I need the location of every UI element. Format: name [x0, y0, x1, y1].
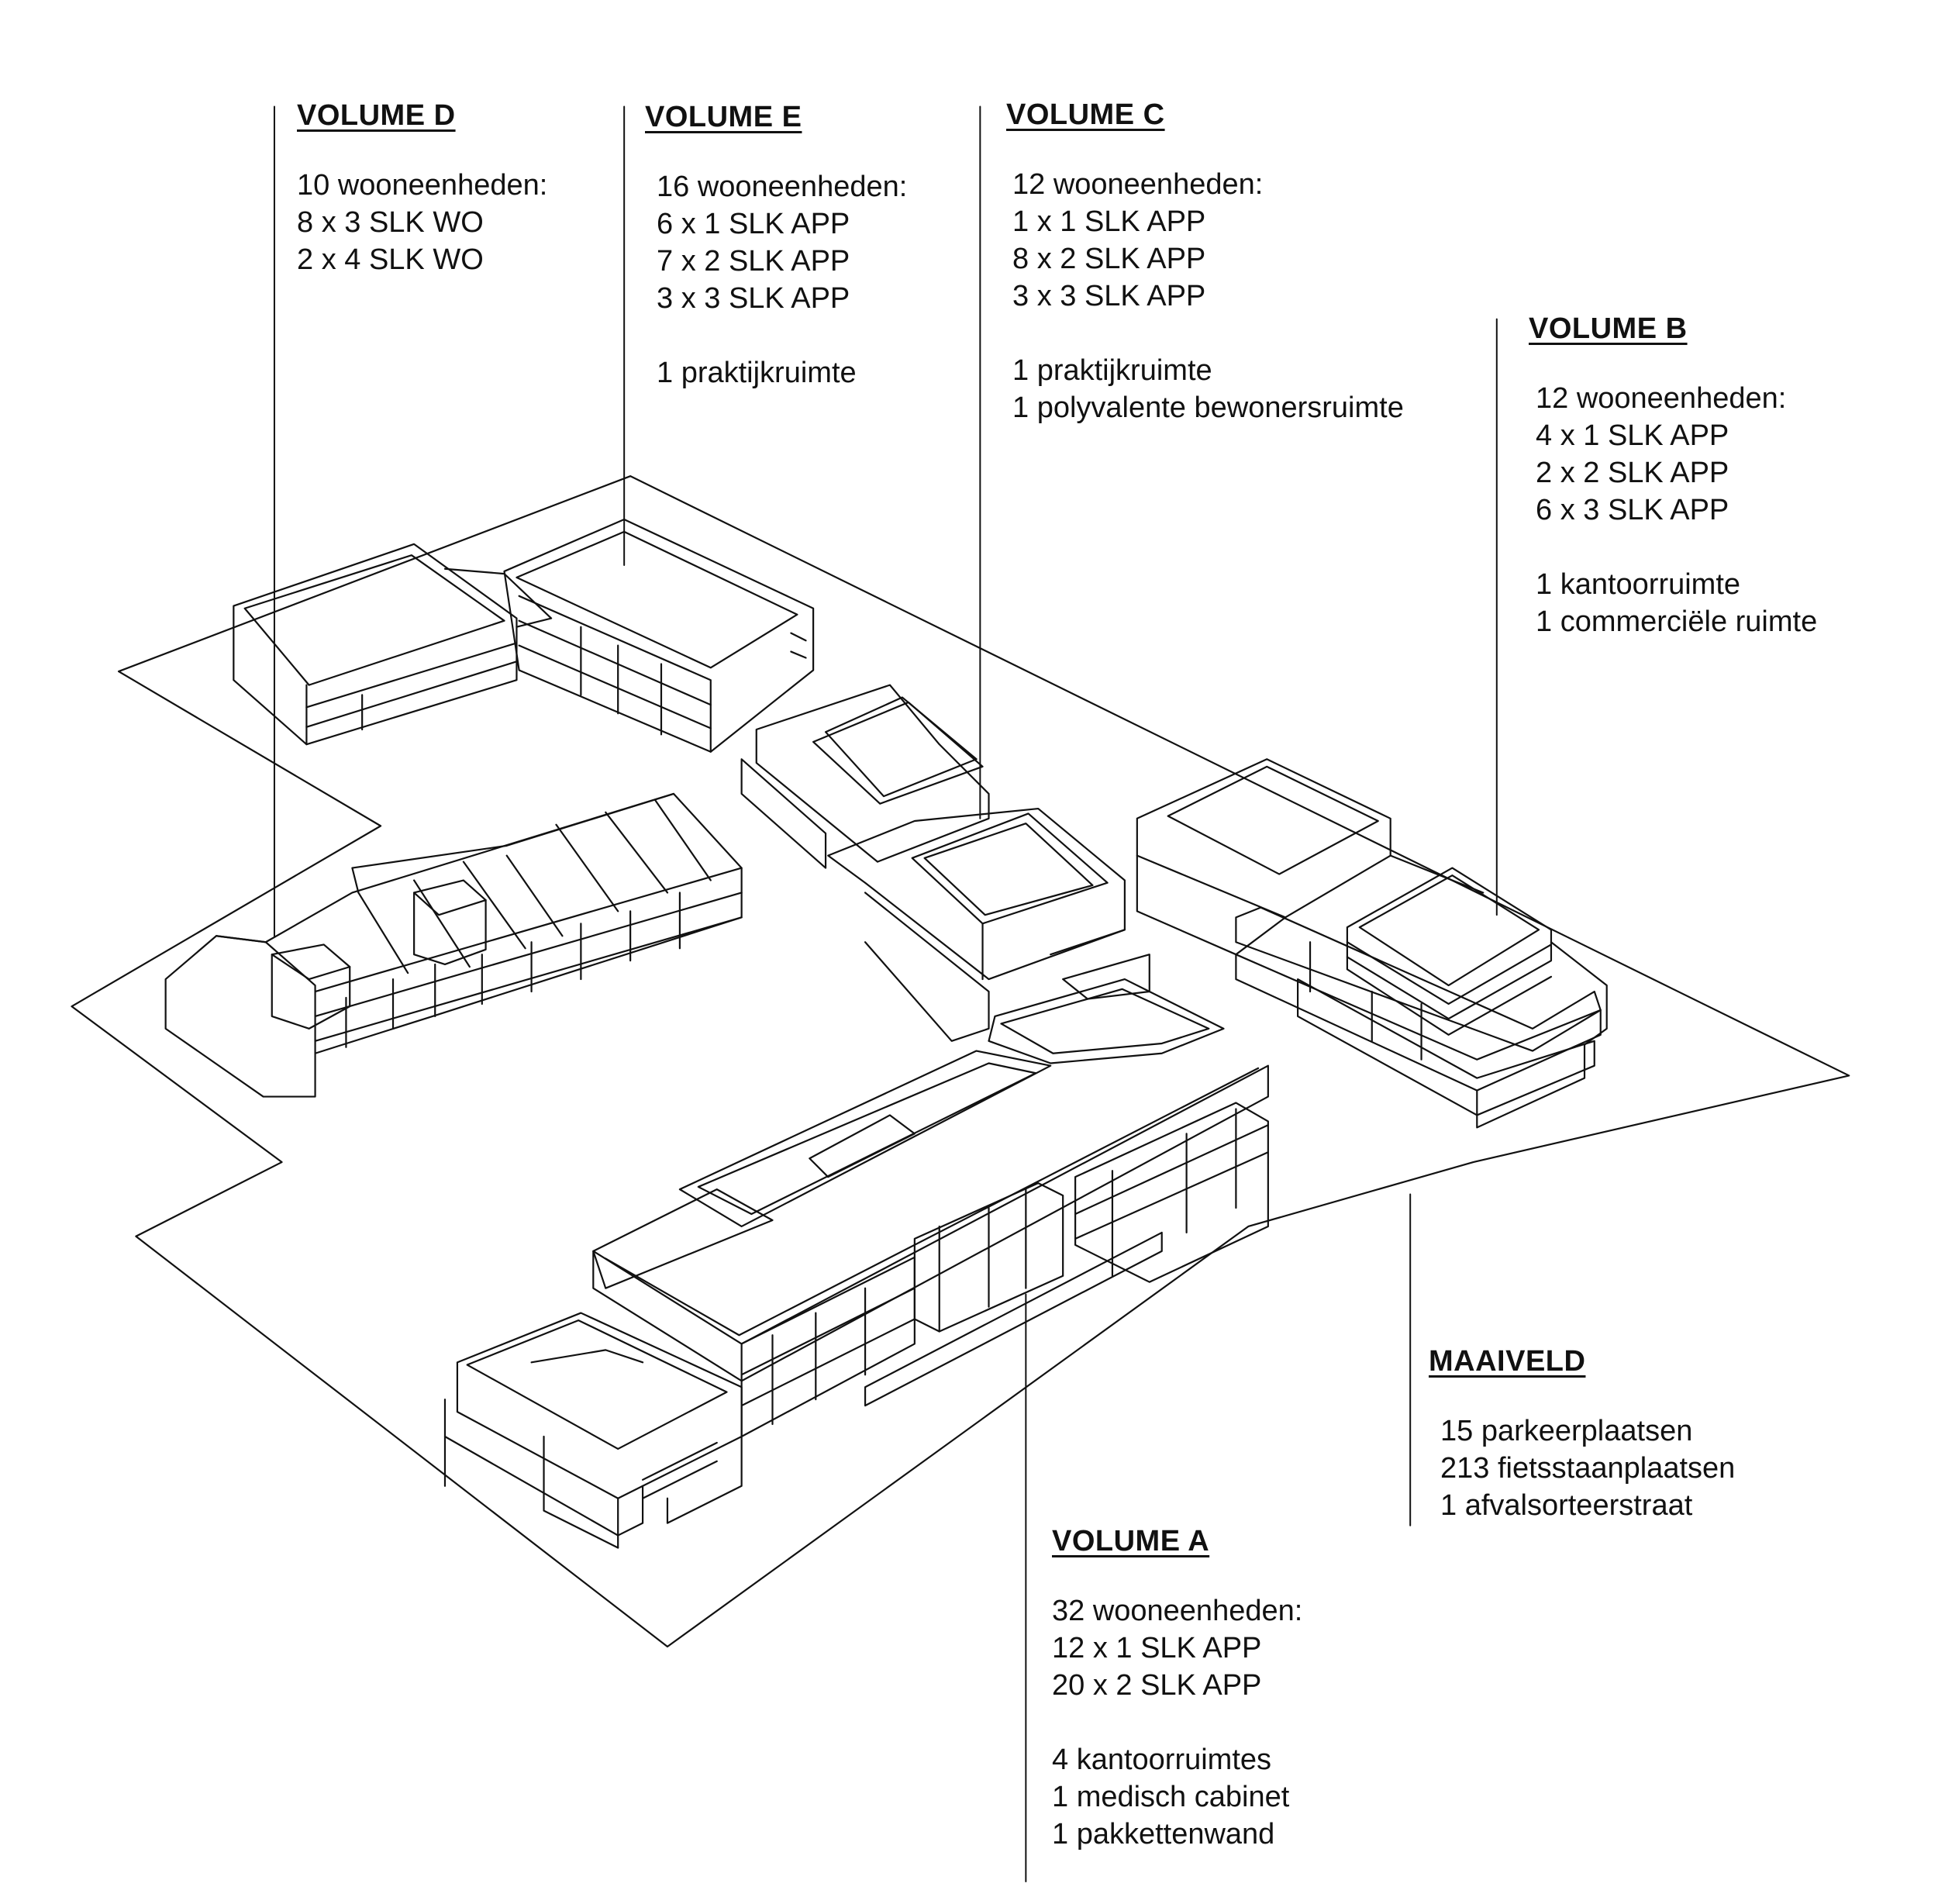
volume-b-extra: 1 kantoorruimte [1536, 568, 1741, 601]
volume-b-line: 6 x 3 SLK APP [1536, 494, 1729, 526]
volume-b-line: 4 x 1 SLK APP [1536, 419, 1729, 452]
volume-b-line: 12 wooneenheden: [1536, 382, 1787, 415]
volume-a-extra: 4 kantoorruimtes [1052, 1744, 1272, 1776]
building-volume-b [1137, 759, 1607, 1127]
volume-c-line: 12 wooneenheden: [1012, 168, 1264, 201]
label-volume-e: VOLUME E 16 wooneenheden: 6 x 1 SLK APP … [645, 101, 907, 391]
building-volume-e [505, 519, 814, 752]
label-volume-b: VOLUME B 12 wooneenheden: 4 x 1 SLK APP … [1529, 312, 1817, 640]
volume-c-extra: 1 praktijkruimte [1012, 354, 1212, 387]
volume-e-extra: 1 praktijkruimte [657, 357, 857, 389]
volume-e-line: 6 x 1 SLK APP [657, 208, 850, 240]
volume-a-line: 12 x 1 SLK APP [1052, 1632, 1262, 1664]
volume-a-line: 20 x 2 SLK APP [1052, 1669, 1262, 1702]
volume-c-heading: VOLUME C [1006, 98, 1165, 131]
label-maaiveld: MAAIVELD 15 parkeerplaatsen 213 fietssta… [1429, 1345, 1735, 1524]
volume-d-line: 10 wooneenheden: [297, 169, 548, 202]
volume-a-extra: 1 pakkettenwand [1052, 1818, 1275, 1851]
volume-d-heading: VOLUME D [297, 99, 456, 132]
building-volume-c [742, 685, 1150, 1041]
building-volume-a [445, 979, 1268, 1547]
volume-c-extra: 1 polyvalente bewonersruimte [1012, 391, 1404, 424]
volume-b-heading: VOLUME B [1529, 312, 1688, 345]
volume-c-line: 3 x 3 SLK APP [1012, 280, 1206, 312]
volume-d-line: 2 x 4 SLK WO [297, 243, 484, 276]
volume-e-line: 16 wooneenheden: [657, 171, 908, 203]
volume-a-extra: 1 medisch cabinet [1052, 1781, 1290, 1813]
volume-a-heading: VOLUME A [1052, 1525, 1210, 1557]
label-volume-a: VOLUME A 32 wooneenheden: 12 x 1 SLK APP… [1052, 1525, 1302, 1853]
building-terrace-houses [166, 794, 742, 1097]
volume-c-line: 8 x 2 SLK APP [1012, 243, 1206, 275]
leader-lines [274, 106, 1497, 1882]
maaiveld-line: 1 afvalsorteerstraat [1440, 1489, 1693, 1522]
maaiveld-line: 213 fietsstaanplaatsen [1440, 1452, 1736, 1485]
volume-a-line: 32 wooneenheden: [1052, 1595, 1303, 1627]
volume-e-heading: VOLUME E [645, 101, 802, 133]
volume-c-line: 1 x 1 SLK APP [1012, 205, 1206, 238]
volume-b-extra: 1 commerciële ruimte [1536, 605, 1818, 638]
volume-e-line: 7 x 2 SLK APP [657, 245, 850, 278]
maaiveld-heading: MAAIVELD [1429, 1345, 1586, 1378]
building-volume-d [233, 544, 551, 744]
volume-d-line: 8 x 3 SLK WO [297, 206, 484, 239]
volume-b-line: 2 x 2 SLK APP [1536, 457, 1729, 489]
label-volume-d: VOLUME D 10 wooneenheden: 8 x 3 SLK WO 2… [297, 99, 547, 278]
label-volume-c: VOLUME C 12 wooneenheden: 1 x 1 SLK APP … [1006, 98, 1404, 426]
volume-e-line: 3 x 3 SLK APP [657, 282, 850, 315]
maaiveld-line: 15 parkeerplaatsen [1440, 1415, 1693, 1447]
